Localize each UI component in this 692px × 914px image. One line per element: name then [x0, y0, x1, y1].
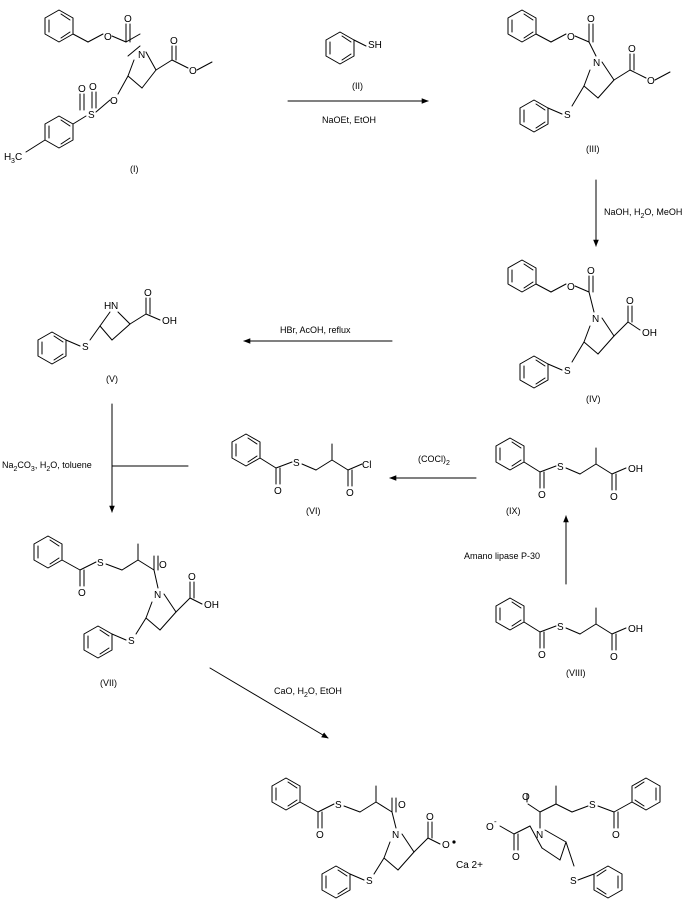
atom-s: S [293, 458, 300, 469]
atom-o: O [170, 36, 178, 47]
atom-h: H [104, 301, 111, 312]
atom-h3c-subscript: 3 [11, 158, 15, 165]
atom-o: O [538, 490, 546, 501]
atom-o: O [104, 32, 112, 43]
atom-s: S [82, 342, 89, 353]
atom-n: N [536, 830, 543, 841]
compound-label-ix: (IX) [506, 506, 521, 516]
atom-cl: Cl [362, 460, 371, 471]
atom-h: H [4, 152, 11, 163]
atom-s: S [557, 462, 564, 473]
compound-label-vii: (VII) [100, 678, 117, 688]
atom-o: O [538, 650, 546, 661]
atom-o: O [159, 560, 167, 571]
atom-s: S [564, 366, 571, 377]
atom-o: O [610, 652, 618, 663]
atom-o-anion: O [442, 840, 450, 851]
compound-iii: O O N O O S (III) [507, 9, 671, 154]
atom-s: S [557, 622, 564, 633]
atom-o: O [647, 76, 655, 87]
atom-o: O [610, 492, 618, 503]
atom-o: O [144, 288, 152, 299]
compound-label-v: (V) [106, 374, 118, 384]
atom-o: O [110, 96, 118, 107]
atom-o: O [587, 14, 595, 25]
atom-o: O [78, 588, 86, 599]
atom-n: N [593, 58, 600, 69]
anion-charge: - [494, 817, 497, 826]
anion-dot [452, 840, 456, 844]
compound-label-viii: (VIII) [566, 668, 586, 678]
atom-o: O [316, 830, 324, 841]
atom-n: N [592, 314, 599, 325]
compound-i: O O N O O O S O O H 3 C [4, 9, 213, 174]
atom-o: O [274, 486, 282, 497]
condition-step-2: NaOH, H2O, MeOH [604, 207, 682, 220]
atom-o: O [188, 572, 196, 583]
atom-oh: OH [204, 600, 219, 611]
compound-label-iv: (IV) [586, 394, 601, 404]
compound-ii: SH (II) [325, 31, 382, 91]
atom-c: C [15, 152, 22, 163]
compound-vi: O S O Cl (VI) [231, 433, 371, 516]
atom-o: O [124, 14, 132, 25]
reaction-arrow [209, 667, 329, 739]
product-left-anion: O S O N O O S [271, 777, 456, 899]
atom-s: S [88, 110, 95, 121]
compound-label-ii: (II) [352, 81, 363, 91]
atom-o: O [628, 44, 636, 55]
atom-s: S [366, 876, 373, 887]
atom-o: O [567, 32, 575, 43]
atom-o: O [398, 800, 406, 811]
atom-s: S [335, 800, 342, 811]
calcium-cation: Ca 2+ [456, 860, 483, 871]
atom-s: S [570, 876, 577, 887]
atom-o: O [512, 852, 520, 863]
atom-o: O [346, 488, 354, 499]
compound-viii: O S O OH (VIII) [495, 597, 643, 678]
atom-sh: SH [368, 40, 382, 51]
atom-o: O [587, 266, 595, 277]
atom-n: N [111, 301, 118, 312]
condition-step-3: HBr, AcOH, reflux [280, 325, 351, 335]
condition-step-5: (COCl)2 [418, 454, 450, 467]
atom-o: O [189, 66, 197, 77]
atom-o-anion: O [486, 822, 494, 833]
compound-ix: O S O OH (IX) [495, 437, 643, 516]
atom-o: O [78, 84, 86, 95]
atom-oh: OH [642, 328, 657, 339]
condition-step-4: Na2CO3, H2O, toluene [2, 460, 92, 473]
atom-s: S [128, 636, 135, 647]
atom-o: O [567, 282, 575, 293]
atom-o: O [522, 792, 530, 803]
atom-o: O [89, 82, 97, 93]
atom-n: N [154, 590, 161, 601]
atom-n: N [138, 50, 145, 61]
atom-s: S [97, 558, 104, 569]
atom-oh: OH [628, 464, 643, 475]
atom-o: O [612, 830, 620, 841]
atom-oh: OH [628, 624, 643, 635]
atom-n: N [392, 830, 399, 841]
compound-iv: O O N O OH S (IV) [507, 259, 657, 404]
atom-oh: OH [162, 316, 177, 327]
atom-o: O [426, 812, 434, 823]
compound-vii: O S O N O OH S (VII) [33, 535, 219, 688]
condition-step-7: CaO, H2O, EtOH [274, 686, 342, 699]
compound-label-i: (I) [130, 164, 139, 174]
product-right-anion: O - O N O S O S [486, 777, 661, 899]
atom-s: S [589, 800, 596, 811]
atom-o: O [626, 296, 634, 307]
condition-step-1: NaOEt, EtOH [322, 115, 376, 125]
compound-v: H N O OH S (V) [37, 288, 177, 384]
compound-label-iii: (III) [586, 144, 600, 154]
compound-label-vi: (VI) [306, 506, 321, 516]
condition-step-6: Amano lipase P-30 [464, 551, 540, 561]
atom-s: S [564, 110, 571, 121]
